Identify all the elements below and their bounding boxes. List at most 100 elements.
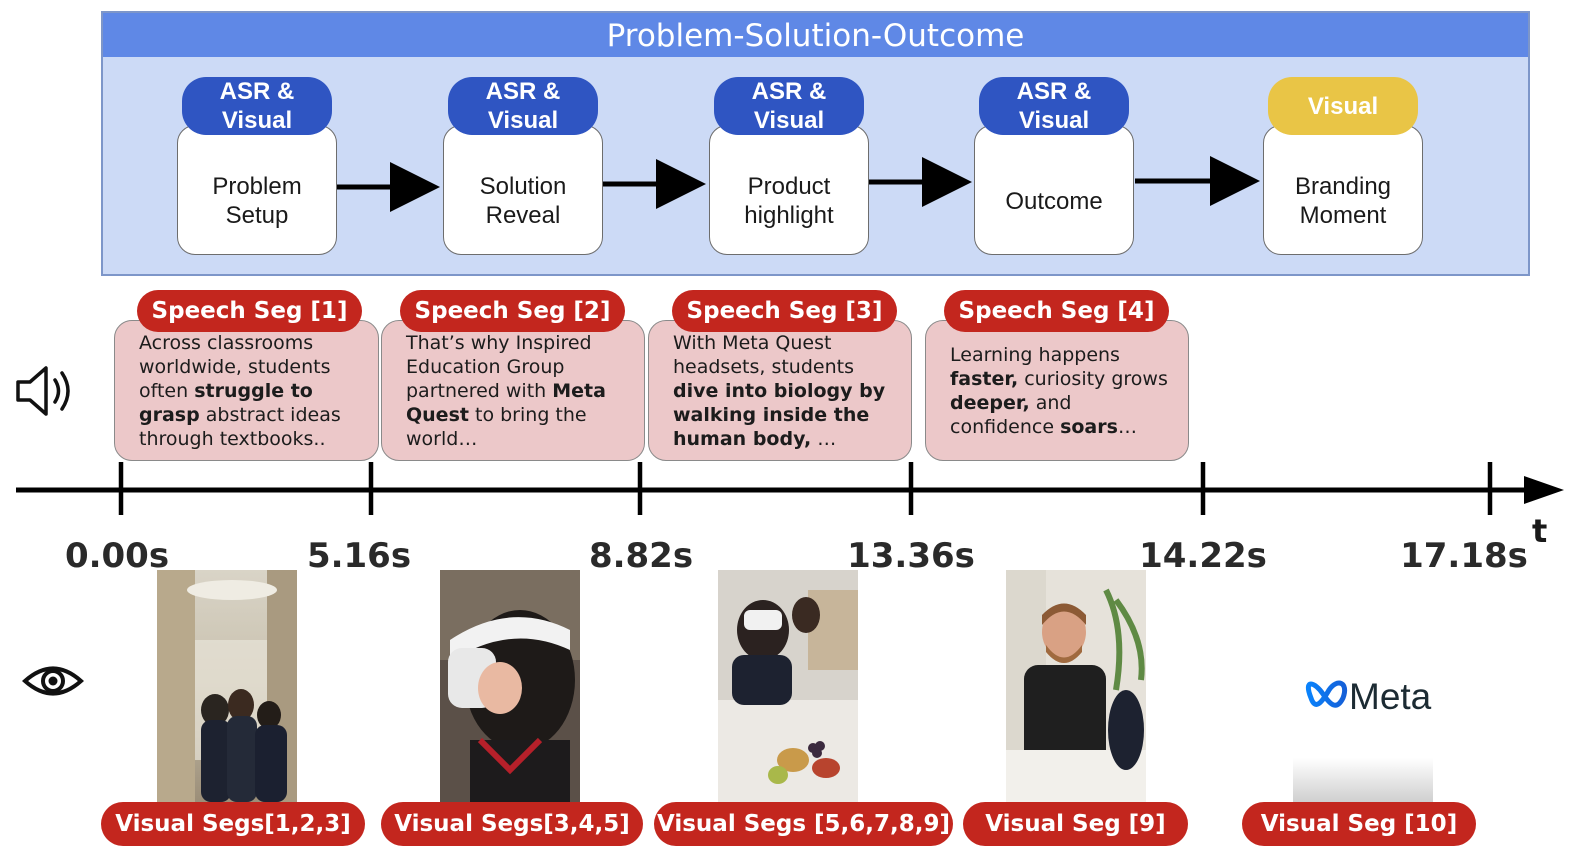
speech-run: Learning happens <box>950 344 1120 366</box>
speech-line: That’s why Inspired <box>406 331 636 355</box>
speech-title: Speech Seg [1] <box>137 290 362 332</box>
time-label: 8.82s <box>588 536 694 576</box>
stage-problem-setup: Problem Setup ASR & Visual <box>177 77 337 255</box>
stage-outcome: Outcome ASR & Visual <box>974 77 1134 255</box>
speech-run: grasp <box>139 404 200 426</box>
speech-run: walking inside the <box>673 404 870 426</box>
speech-title: Speech Seg [4] <box>944 290 1169 332</box>
stage-badge: ASR & Visual <box>448 77 598 135</box>
speech-line: dive into biology by <box>673 379 903 403</box>
visual-segment-label: Visual Seg [9] <box>963 802 1188 846</box>
speaker-icon <box>16 366 70 416</box>
speech-run: Meta <box>552 380 606 402</box>
visual-thumbnail-teacher <box>1006 570 1146 802</box>
time-label: 13.36s <box>847 536 975 576</box>
stage-label: Outcome <box>1005 187 1103 215</box>
speech-line: partnered with Meta <box>406 379 636 403</box>
speech-run: … <box>811 428 837 450</box>
stage-product-highlight: Product highlight ASR & Visual <box>709 77 869 255</box>
speech-title: Speech Seg [3] <box>672 290 897 332</box>
stage-label: Solution Reveal <box>479 173 567 229</box>
speech-run: With Meta Quest <box>673 332 832 354</box>
speech-run: Education Group <box>406 356 565 378</box>
stage-box: Outcome <box>974 125 1134 255</box>
time-label: 0.00s <box>64 536 170 576</box>
speech-line: worldwide, students <box>139 355 370 379</box>
speech-run: through textbooks.. <box>139 428 326 450</box>
speech-title: Speech Seg [2] <box>400 290 625 332</box>
speech-run: partnered with <box>406 380 553 402</box>
time-label: 17.18s <box>1400 536 1528 576</box>
speech-line: Education Group <box>406 355 636 379</box>
speech-run: and <box>1029 392 1072 414</box>
speech-run: often <box>139 380 195 402</box>
speech-run: to bring the <box>468 404 587 426</box>
stage-box: Branding Moment <box>1263 125 1423 255</box>
stage-arrows <box>337 156 1260 212</box>
stage-solution-reveal: Solution Reveal ASR & Visual <box>443 77 603 255</box>
visual-thumbnail-meta-logo: Meta <box>1293 570 1433 802</box>
speech-run: struggle to <box>194 380 313 402</box>
speech-line: deeper, and <box>950 391 1180 415</box>
meta-infinity-logo <box>1305 680 1347 708</box>
stage-badge: Visual <box>1268 77 1418 135</box>
speech-run: confidence <box>950 416 1061 438</box>
stage-label: Problem Setup <box>212 173 302 229</box>
visual-segment-label: Visual Segs[1,2,3] <box>101 802 365 846</box>
speech-run: dive into biology by <box>673 380 886 402</box>
speech-run: worldwide, students <box>139 356 331 378</box>
stage-branding-moment: Branding Moment Visual <box>1263 77 1423 255</box>
speech-run: Quest <box>406 404 469 426</box>
panel-title: Problem-Solution-Outcome <box>103 13 1528 57</box>
time-label: 14.22s <box>1139 536 1267 576</box>
meta-logo-text: Meta <box>1349 676 1432 717</box>
stage-box: Product highlight <box>709 125 869 255</box>
speech-line: human body, … <box>673 427 903 451</box>
speech-run: That’s why Inspired <box>406 332 592 354</box>
stage-badge: ASR & Visual <box>979 77 1129 135</box>
speech-line: through textbooks.. <box>139 427 370 451</box>
speech-line: Across classrooms <box>139 331 370 355</box>
eye-icon <box>22 666 84 696</box>
axis-label: t <box>1532 512 1548 550</box>
speech-run: … <box>1117 416 1137 438</box>
visual-thumbnail-vr-headset <box>440 570 580 802</box>
speech-line: Learning happens <box>950 343 1180 367</box>
stage-badge: ASR & Visual <box>714 77 864 135</box>
visual-segment-label: Visual Seg [10] <box>1242 802 1476 846</box>
speech-run: Across classrooms <box>139 332 314 354</box>
speech-run: human body, <box>673 428 812 450</box>
speech-run: soars <box>1060 416 1118 438</box>
speech-line: grasp abstract ideas <box>139 403 370 427</box>
speech-run: abstract ideas <box>199 404 341 426</box>
speech-run: world… <box>406 428 478 450</box>
speech-run: deeper, <box>950 392 1030 414</box>
speech-line: Quest to bring the <box>406 403 636 427</box>
visual-thumbnail-classroom <box>718 570 858 802</box>
timeline-axis <box>16 462 1564 515</box>
speech-line: world… <box>406 427 636 451</box>
speech-run: faster, <box>950 368 1019 390</box>
speech-line: With Meta Quest <box>673 331 903 355</box>
stage-badge: ASR & Visual <box>182 77 332 135</box>
speech-line: walking inside the <box>673 403 903 427</box>
speech-line: often struggle to <box>139 379 370 403</box>
speech-line: headsets, students <box>673 355 903 379</box>
visual-thumbnail-hallway <box>157 570 297 802</box>
visual-segment-label: Visual Segs[3,4,5] <box>381 802 643 846</box>
speech-run: curiosity grows <box>1018 368 1168 390</box>
visual-segment-label: Visual Segs [5,6,7,8,9] <box>654 802 953 846</box>
speech-run: headsets, students <box>673 356 854 378</box>
stage-label: Product highlight <box>744 173 834 229</box>
